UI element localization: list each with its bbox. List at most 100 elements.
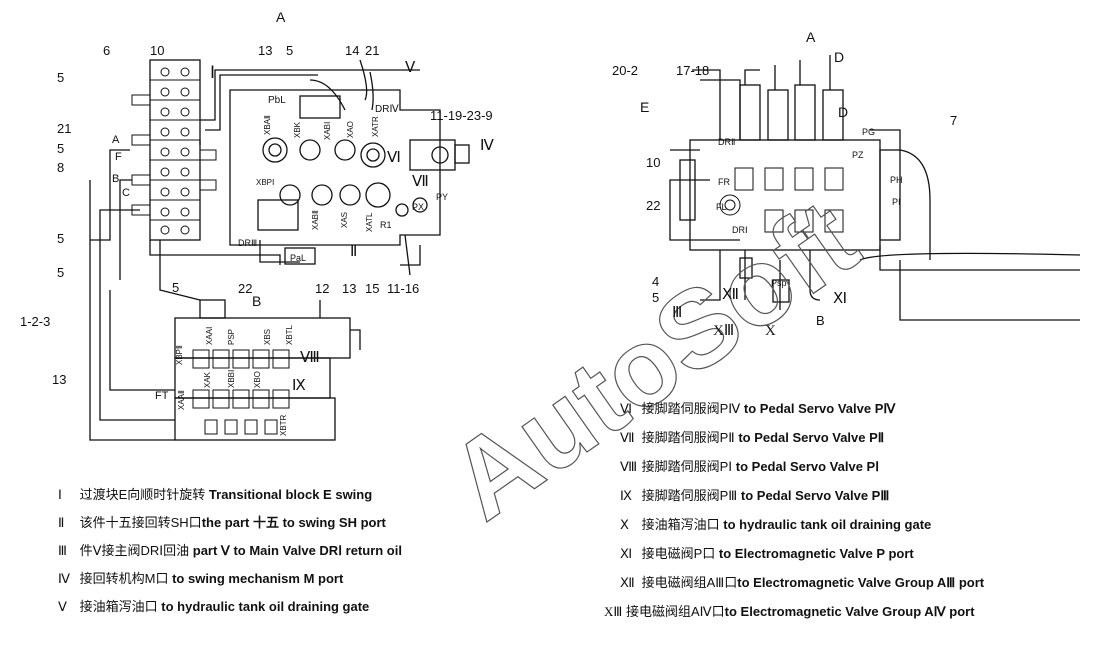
port-label: XBTL bbox=[285, 324, 294, 345]
callout: 5 bbox=[57, 265, 64, 280]
callout: Ⅰ bbox=[210, 63, 215, 82]
callout: Ⅲ bbox=[672, 305, 682, 321]
port-label: XBBⅠ bbox=[227, 370, 236, 388]
callout: XⅢ bbox=[713, 323, 734, 339]
callout: 5 bbox=[652, 290, 659, 305]
port-label: PH bbox=[890, 175, 903, 185]
port-label: XBPⅡ bbox=[175, 345, 184, 365]
port-label: XATR bbox=[371, 116, 380, 137]
port-label: XBAⅡ bbox=[263, 115, 272, 135]
callout: 5 bbox=[57, 141, 64, 156]
callout: 5 bbox=[286, 43, 293, 58]
callout: 11-19-23-9 bbox=[430, 108, 493, 123]
left-top-label: A bbox=[276, 9, 286, 25]
legend-left: Ⅰ 过渡块E向顺时针旋转 Transitional block E swing … bbox=[58, 486, 402, 616]
legend-item: XⅢ 接电磁阀组AⅣ口to Electromagnetic Valve Grou… bbox=[604, 604, 975, 619]
port-label: PbL bbox=[268, 95, 286, 106]
callout: 1-2-3 bbox=[20, 314, 50, 329]
callout: D bbox=[838, 104, 848, 120]
callout: Ⅴ bbox=[405, 60, 416, 76]
callout: Ⅺ bbox=[833, 291, 847, 307]
port-label: XAK bbox=[203, 371, 212, 388]
callout: Ⅷ bbox=[300, 350, 320, 366]
callout: 5 bbox=[57, 231, 64, 246]
transitional-block bbox=[149, 59, 201, 241]
callout: 17-18 bbox=[676, 63, 709, 78]
legend-right: Ⅵ 接脚踏伺服阀PⅣ to Pedal Servo Valve PⅣ Ⅶ 接脚踏… bbox=[604, 400, 985, 621]
callout: 5 bbox=[172, 280, 179, 295]
legend-item: Ⅳ 接回转机构M口 to swing mechanism M port bbox=[58, 571, 344, 586]
port-label: DRⅢ bbox=[238, 238, 257, 248]
callout: 7 bbox=[950, 113, 957, 128]
callout: Ⅳ bbox=[480, 138, 494, 154]
callout: Ⅻ bbox=[722, 287, 739, 303]
callout: 10 bbox=[150, 43, 164, 58]
legend-item: Ⅶ 接脚踏伺服阀PⅡ to Pedal Servo Valve PⅡ bbox=[620, 430, 885, 445]
port-label: PSP bbox=[227, 329, 236, 345]
port-label: DRⅣ bbox=[375, 104, 399, 115]
legend-item: Ⅵ 接脚踏伺服阀PⅣ to Pedal Servo Valve PⅣ bbox=[620, 401, 896, 416]
callout: 14 bbox=[345, 43, 359, 58]
port-label: PaL bbox=[290, 253, 306, 263]
port-label: Psp bbox=[771, 278, 787, 288]
port-label: XAAⅠ bbox=[205, 327, 214, 345]
legend-item: Ⅸ 接脚踏伺服阀PⅢ to Pedal Servo Valve PⅢ bbox=[620, 488, 890, 503]
callout: 13 bbox=[258, 43, 272, 58]
port-label: F bbox=[115, 151, 122, 163]
legend-item: Ⅹ 接油箱泻油口 to hydraulic tank oil draining … bbox=[620, 517, 932, 532]
callout: X bbox=[765, 323, 776, 339]
callout: 13 bbox=[52, 372, 66, 387]
port-label: PⅠ bbox=[892, 197, 901, 207]
port-label: R1 bbox=[380, 220, 392, 230]
port-label: XBS bbox=[263, 329, 272, 345]
callout: 21 bbox=[57, 121, 71, 136]
port-label: XBTR bbox=[279, 414, 288, 436]
legend-item: Ⅰ 过渡块E向顺时针旋转 Transitional block E swing bbox=[58, 487, 373, 502]
port-label: B bbox=[112, 173, 119, 185]
callout: B bbox=[816, 313, 825, 328]
callout: 20-2 bbox=[612, 63, 638, 78]
port-label: XBK bbox=[293, 121, 302, 138]
callout: 12 bbox=[315, 281, 329, 296]
callout: FT bbox=[155, 390, 169, 402]
port-label: FR bbox=[718, 177, 730, 187]
port-label: XAO bbox=[346, 121, 355, 138]
port-label: PZ bbox=[852, 150, 864, 160]
port-label: XABⅡ bbox=[311, 210, 320, 230]
legend-item: Ⅻ 接电磁阀组AⅢ口to Electromagnetic Valve Group… bbox=[620, 575, 985, 590]
legend-item: Ⅷ 接脚踏伺服阀PⅠ to Pedal Servo Valve PⅠ bbox=[620, 459, 880, 474]
callout: 5 bbox=[57, 70, 64, 85]
callout: D bbox=[834, 49, 844, 65]
port-label: DRⅠ bbox=[732, 225, 748, 235]
port-label: PX bbox=[412, 202, 424, 212]
callout: Ⅵ bbox=[387, 150, 401, 166]
port-label: XBO bbox=[253, 371, 262, 388]
legend-item: Ⅱ 该件十五接回转SH口the part 十五 to swing SH port bbox=[58, 515, 386, 530]
callout: Ⅶ bbox=[412, 174, 429, 190]
port-label: XAAⅡ bbox=[177, 390, 186, 410]
port-label: A bbox=[112, 134, 120, 146]
callout: B bbox=[252, 293, 261, 309]
port-label: DRⅡ bbox=[718, 137, 735, 147]
callout: 15 bbox=[365, 281, 379, 296]
port-label: XABⅠ bbox=[323, 122, 332, 140]
callout: 22 bbox=[238, 281, 252, 296]
port-label: FL bbox=[716, 202, 727, 212]
legend-item: Ⅲ 件Ⅴ接主阀DRⅠ回油 part Ⅴ to Main Valve DRⅠ re… bbox=[58, 543, 402, 558]
callout: 13 bbox=[342, 281, 356, 296]
port-label: PG bbox=[862, 127, 875, 137]
port-label: PY bbox=[436, 192, 448, 202]
callout: 10 bbox=[646, 155, 660, 170]
callout: 21 bbox=[365, 43, 379, 58]
callout: 22 bbox=[646, 198, 660, 213]
main-valve-body bbox=[229, 89, 441, 246]
callout: 11-16 bbox=[387, 281, 419, 296]
port-label: XATL bbox=[365, 212, 374, 232]
right-top-label: A bbox=[806, 29, 816, 45]
callout: 6 bbox=[103, 43, 110, 58]
port-label: XAS bbox=[340, 212, 349, 228]
legend-item: Ⅴ 接油箱泻油口 to hydraulic tank oil draining … bbox=[58, 599, 370, 614]
callout: E bbox=[640, 99, 649, 115]
legend-item: Ⅺ 接电磁阀P口 to Electromagnetic Valve P port bbox=[620, 546, 914, 561]
